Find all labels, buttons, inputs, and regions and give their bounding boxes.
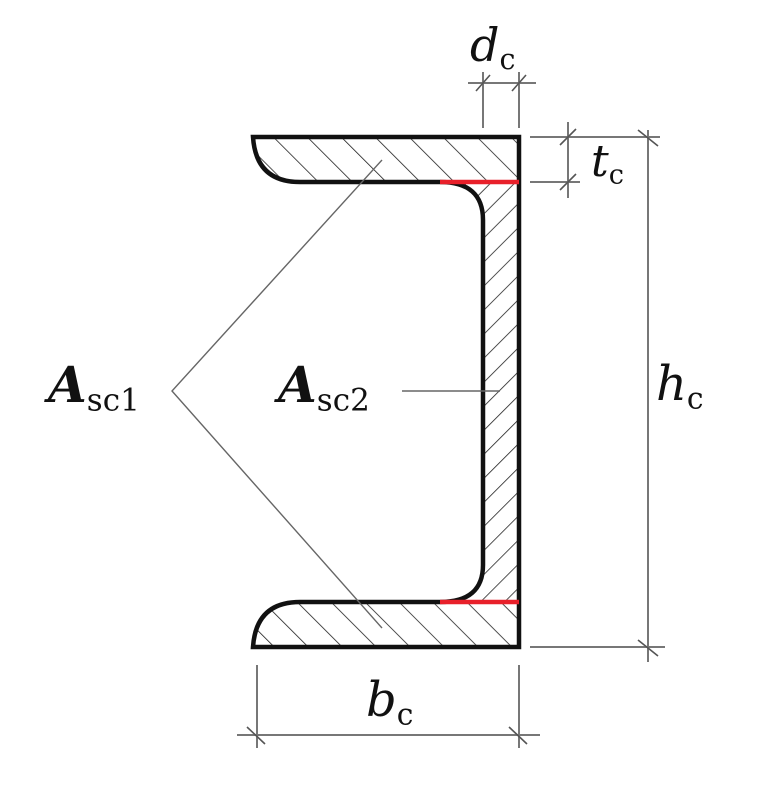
label-a-sc2: Asc2	[278, 355, 370, 419]
dimension-h	[530, 129, 665, 662]
dimension-t	[530, 122, 660, 198]
label-a-sc1: Asc1	[48, 355, 140, 419]
dimension-d	[468, 72, 536, 128]
dimension-b	[237, 665, 540, 748]
label-b-c: bc	[366, 672, 414, 733]
label-h-c: hc	[656, 356, 704, 417]
label-d-c: dc	[470, 18, 516, 76]
section-outline	[250, 134, 522, 650]
web-hatch	[440, 182, 519, 602]
flange-hatch	[253, 137, 519, 647]
asc1-leader	[171, 159, 383, 629]
label-t-c: tc	[591, 136, 624, 191]
